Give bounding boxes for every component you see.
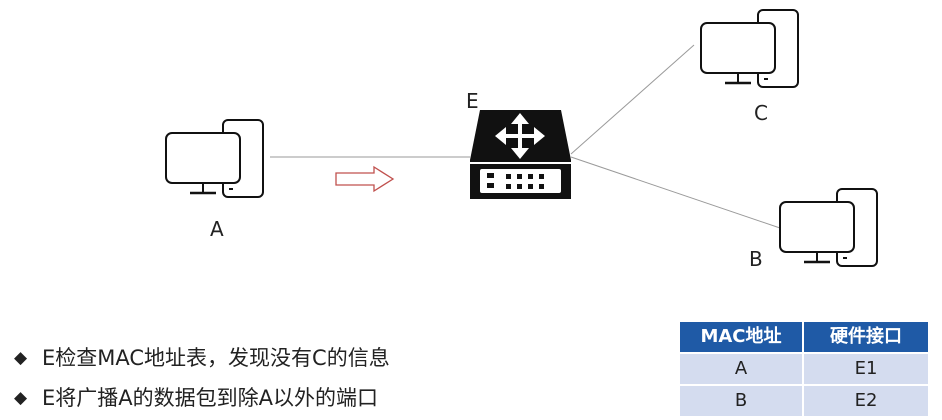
mac-address-table: MAC地址 硬件接口 A E1 B E2 [678,320,930,418]
node-label-c: C [754,101,768,125]
bullet-list: ◆ E检查MAC地址表，发现没有C的信息 ◆ E将广播A的数据包到除A以外的端口 [14,340,654,420]
link-e-b [570,156,781,229]
bullet-text: E检查MAC地址表，发现没有C的信息 [42,346,390,370]
computer-icon [779,188,878,267]
table-header-row: MAC地址 硬件接口 [678,320,930,354]
table-row: A E1 [678,352,930,386]
link-e-c [570,44,695,155]
column-header: MAC地址 [678,320,804,354]
node-label-a: A [210,217,224,241]
table-cell: A [678,352,804,386]
arrow-icon [335,165,395,193]
table-cell: E1 [802,352,930,386]
bullet-item: ◆ E将广播A的数据包到除A以外的端口 [14,380,654,420]
node-label-b: B [749,247,763,271]
bullet-text: E将广播A的数据包到除A以外的端口 [42,386,378,410]
computer-icon [700,9,799,88]
computer-icon [165,119,264,198]
diamond-icon: ◆ [14,388,28,408]
column-header: 硬件接口 [802,320,930,354]
node-label-e: E [466,89,479,113]
table-cell: B [678,384,804,418]
diamond-icon: ◆ [14,348,28,368]
bullet-item: ◆ E检查MAC地址表，发现没有C的信息 [14,340,654,380]
network-diagram: A E C B [165,9,878,271]
table-row: B E2 [678,384,930,418]
table-cell: E2 [802,384,930,418]
switch-icon [470,110,571,199]
